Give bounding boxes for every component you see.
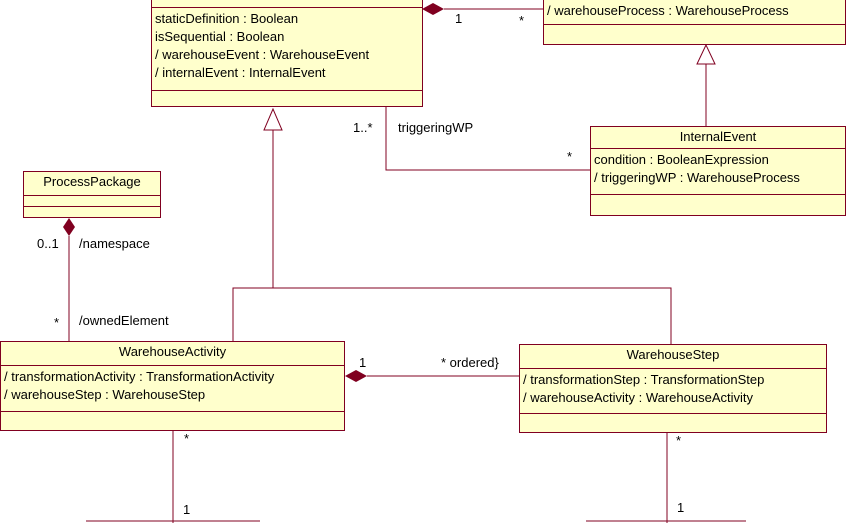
generalization-branch-line — [232, 287, 672, 344]
internal-event-class: InternalEvent condition : BooleanExpress… — [590, 126, 846, 216]
composition-diamond-package — [63, 218, 75, 236]
composition-diamond-activity — [345, 370, 367, 382]
class-name: WarehouseStep — [520, 345, 826, 369]
warehouse-activity-class: WarehouseActivity / transformationActivi… — [0, 341, 345, 431]
composition-diamond-process — [422, 3, 444, 15]
class-attributes: / transformationActivity : Transformatio… — [1, 366, 344, 412]
class-attributes: staticDefinition : Boolean isSequential … — [152, 8, 422, 91]
multiplicity-label: 0..1 — [37, 236, 59, 251]
multiplicity-label: * — [519, 13, 525, 28]
warehouse-process-class: staticDefinition : Boolean isSequential … — [151, 0, 423, 107]
generalization-arrow-process — [263, 107, 283, 131]
attribute: / transformationStep : TransformationSte… — [523, 372, 765, 387]
attribute: staticDefinition : Boolean — [155, 11, 299, 26]
class-attributes: condition : BooleanExpression / triggeri… — [591, 149, 845, 195]
multiplicity-label: * — [567, 149, 573, 164]
multiplicity-label: 1 — [183, 502, 191, 517]
attribute: / warehouseStep : WarehouseStep — [4, 387, 206, 402]
multiplicity-label: 1 — [359, 355, 367, 370]
generalization-arrow-event — [696, 43, 716, 65]
attribute: isSequential : Boolean — [155, 29, 285, 44]
multiplicity-label: * — [676, 433, 682, 448]
attribute: / warehouseActivity : WarehouseActivity — [523, 390, 753, 405]
role-label: /ownedElement — [79, 313, 169, 328]
class-name: ProcessPackage — [24, 172, 160, 196]
attribute: / transformationActivity : Transformatio… — [4, 369, 275, 384]
role-label: triggeringWP — [398, 120, 474, 135]
multiplicity-label: 1..* — [353, 120, 373, 135]
class-name: WarehouseActivity — [1, 342, 344, 366]
class-name — [152, 0, 422, 8]
role-label: /namespace — [79, 236, 150, 251]
process-package-class: ProcessPackage — [23, 171, 161, 218]
attribute: / warehouseProcess : WarehouseProcess — [547, 3, 789, 18]
multiplicity-label: * ordered} — [441, 355, 499, 370]
class-attributes — [24, 196, 160, 207]
warehouse-event-class: / warehouseProcess : WarehouseProcess — [543, 0, 846, 45]
warehouse-step-class: WarehouseStep / transformationStep : Tra… — [519, 344, 827, 433]
attribute: / internalEvent : InternalEvent — [155, 65, 326, 80]
multiplicity-label: 1 — [677, 500, 685, 515]
multiplicity-label: 1 — [455, 11, 463, 26]
attribute: / warehouseEvent : WarehouseEvent — [155, 47, 370, 62]
attribute: condition : BooleanExpression — [594, 152, 769, 167]
class-attributes: / transformationStep : TransformationSte… — [520, 369, 826, 414]
class-attributes: / warehouseProcess : WarehouseProcess — [544, 0, 845, 25]
class-name: InternalEvent — [591, 127, 845, 149]
triggering-wp-association-line — [385, 106, 590, 171]
multiplicity-label: * — [54, 315, 60, 330]
multiplicity-label: * — [184, 431, 190, 446]
attribute: / triggeringWP : WarehouseProcess — [594, 170, 800, 185]
